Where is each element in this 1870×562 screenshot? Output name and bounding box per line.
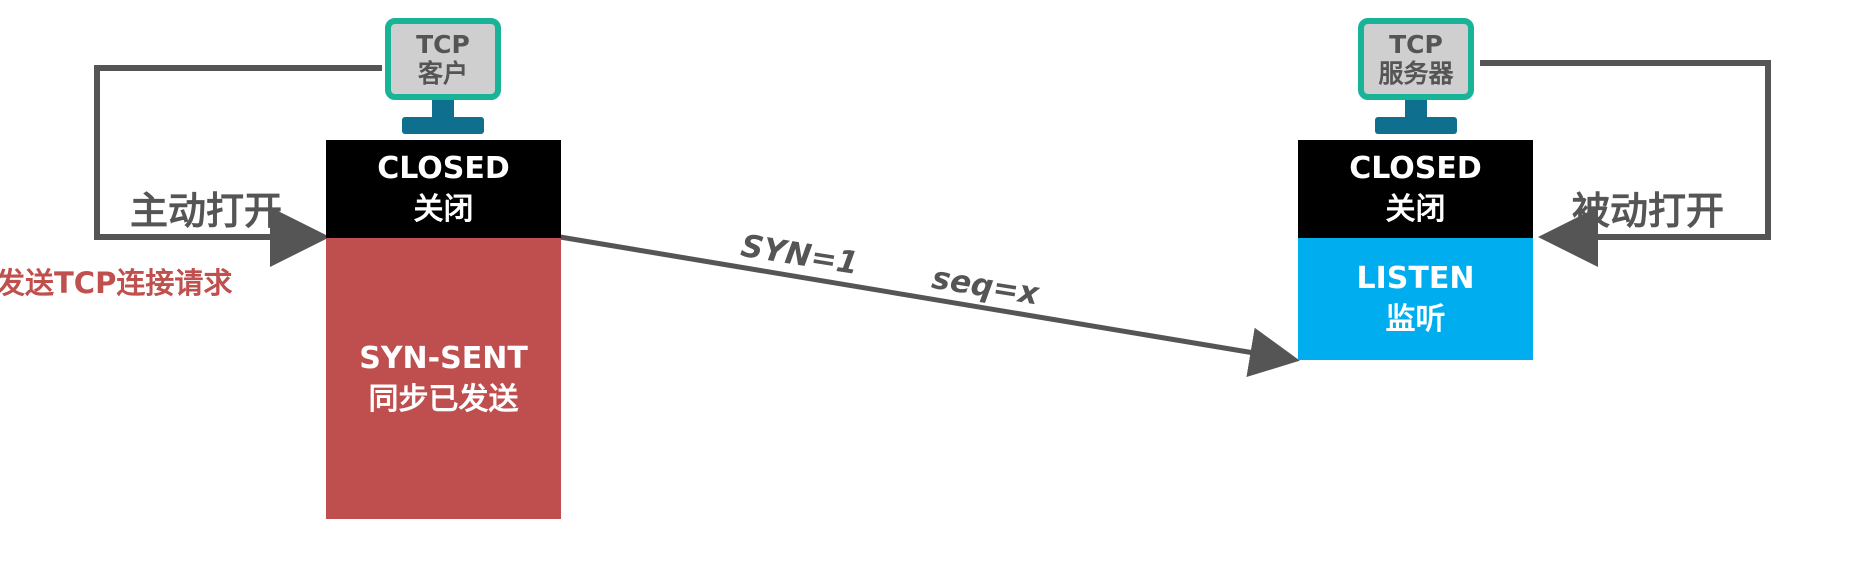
server-monitor-neck [1405, 100, 1427, 117]
server-listen-zh: 监听 [1385, 302, 1446, 337]
client-monitor-neck [432, 100, 454, 117]
client-state-syn-sent: SYN-SENT 同步已发送 [326, 238, 561, 519]
client-syn-sent-zh: 同步已发送 [368, 381, 519, 417]
client-syn-sent-en: SYN-SENT [359, 340, 528, 376]
syn-segment-arrow [559, 234, 1300, 378]
server-open-arrow [1480, 60, 1771, 267]
client-state-closed: CLOSED 关闭 [326, 140, 561, 238]
server-state-closed: CLOSED 关闭 [1298, 140, 1533, 238]
client-active-open-label: 主动打开 [130, 189, 283, 233]
server-closed-zh: 关闭 [1385, 192, 1446, 227]
server-monitor-line1: TCP [1389, 30, 1443, 59]
client-monitor-line1: TCP [416, 30, 470, 59]
server-monitor-screen: TCP 服务器 [1358, 18, 1474, 100]
client-closed-en: CLOSED [377, 151, 510, 186]
client-closed-zh: 关闭 [413, 192, 474, 227]
client-open-arrow [94, 65, 382, 267]
client-monitor-line2: 客户 [417, 59, 468, 88]
server-state-listen: LISTEN 监听 [1298, 238, 1533, 360]
server-passive-open-label: 被动打开 [1572, 189, 1725, 233]
client-send-request-note: 发送TCP连接请求 [0, 266, 233, 300]
server-monitor-base [1375, 117, 1457, 134]
server-listen-en: LISTEN [1356, 261, 1475, 296]
server-closed-en: CLOSED [1349, 151, 1482, 186]
client-monitor-screen: TCP 客户 [385, 18, 501, 100]
server-monitor-line2: 服务器 [1378, 59, 1454, 88]
client-monitor-base [402, 117, 484, 134]
